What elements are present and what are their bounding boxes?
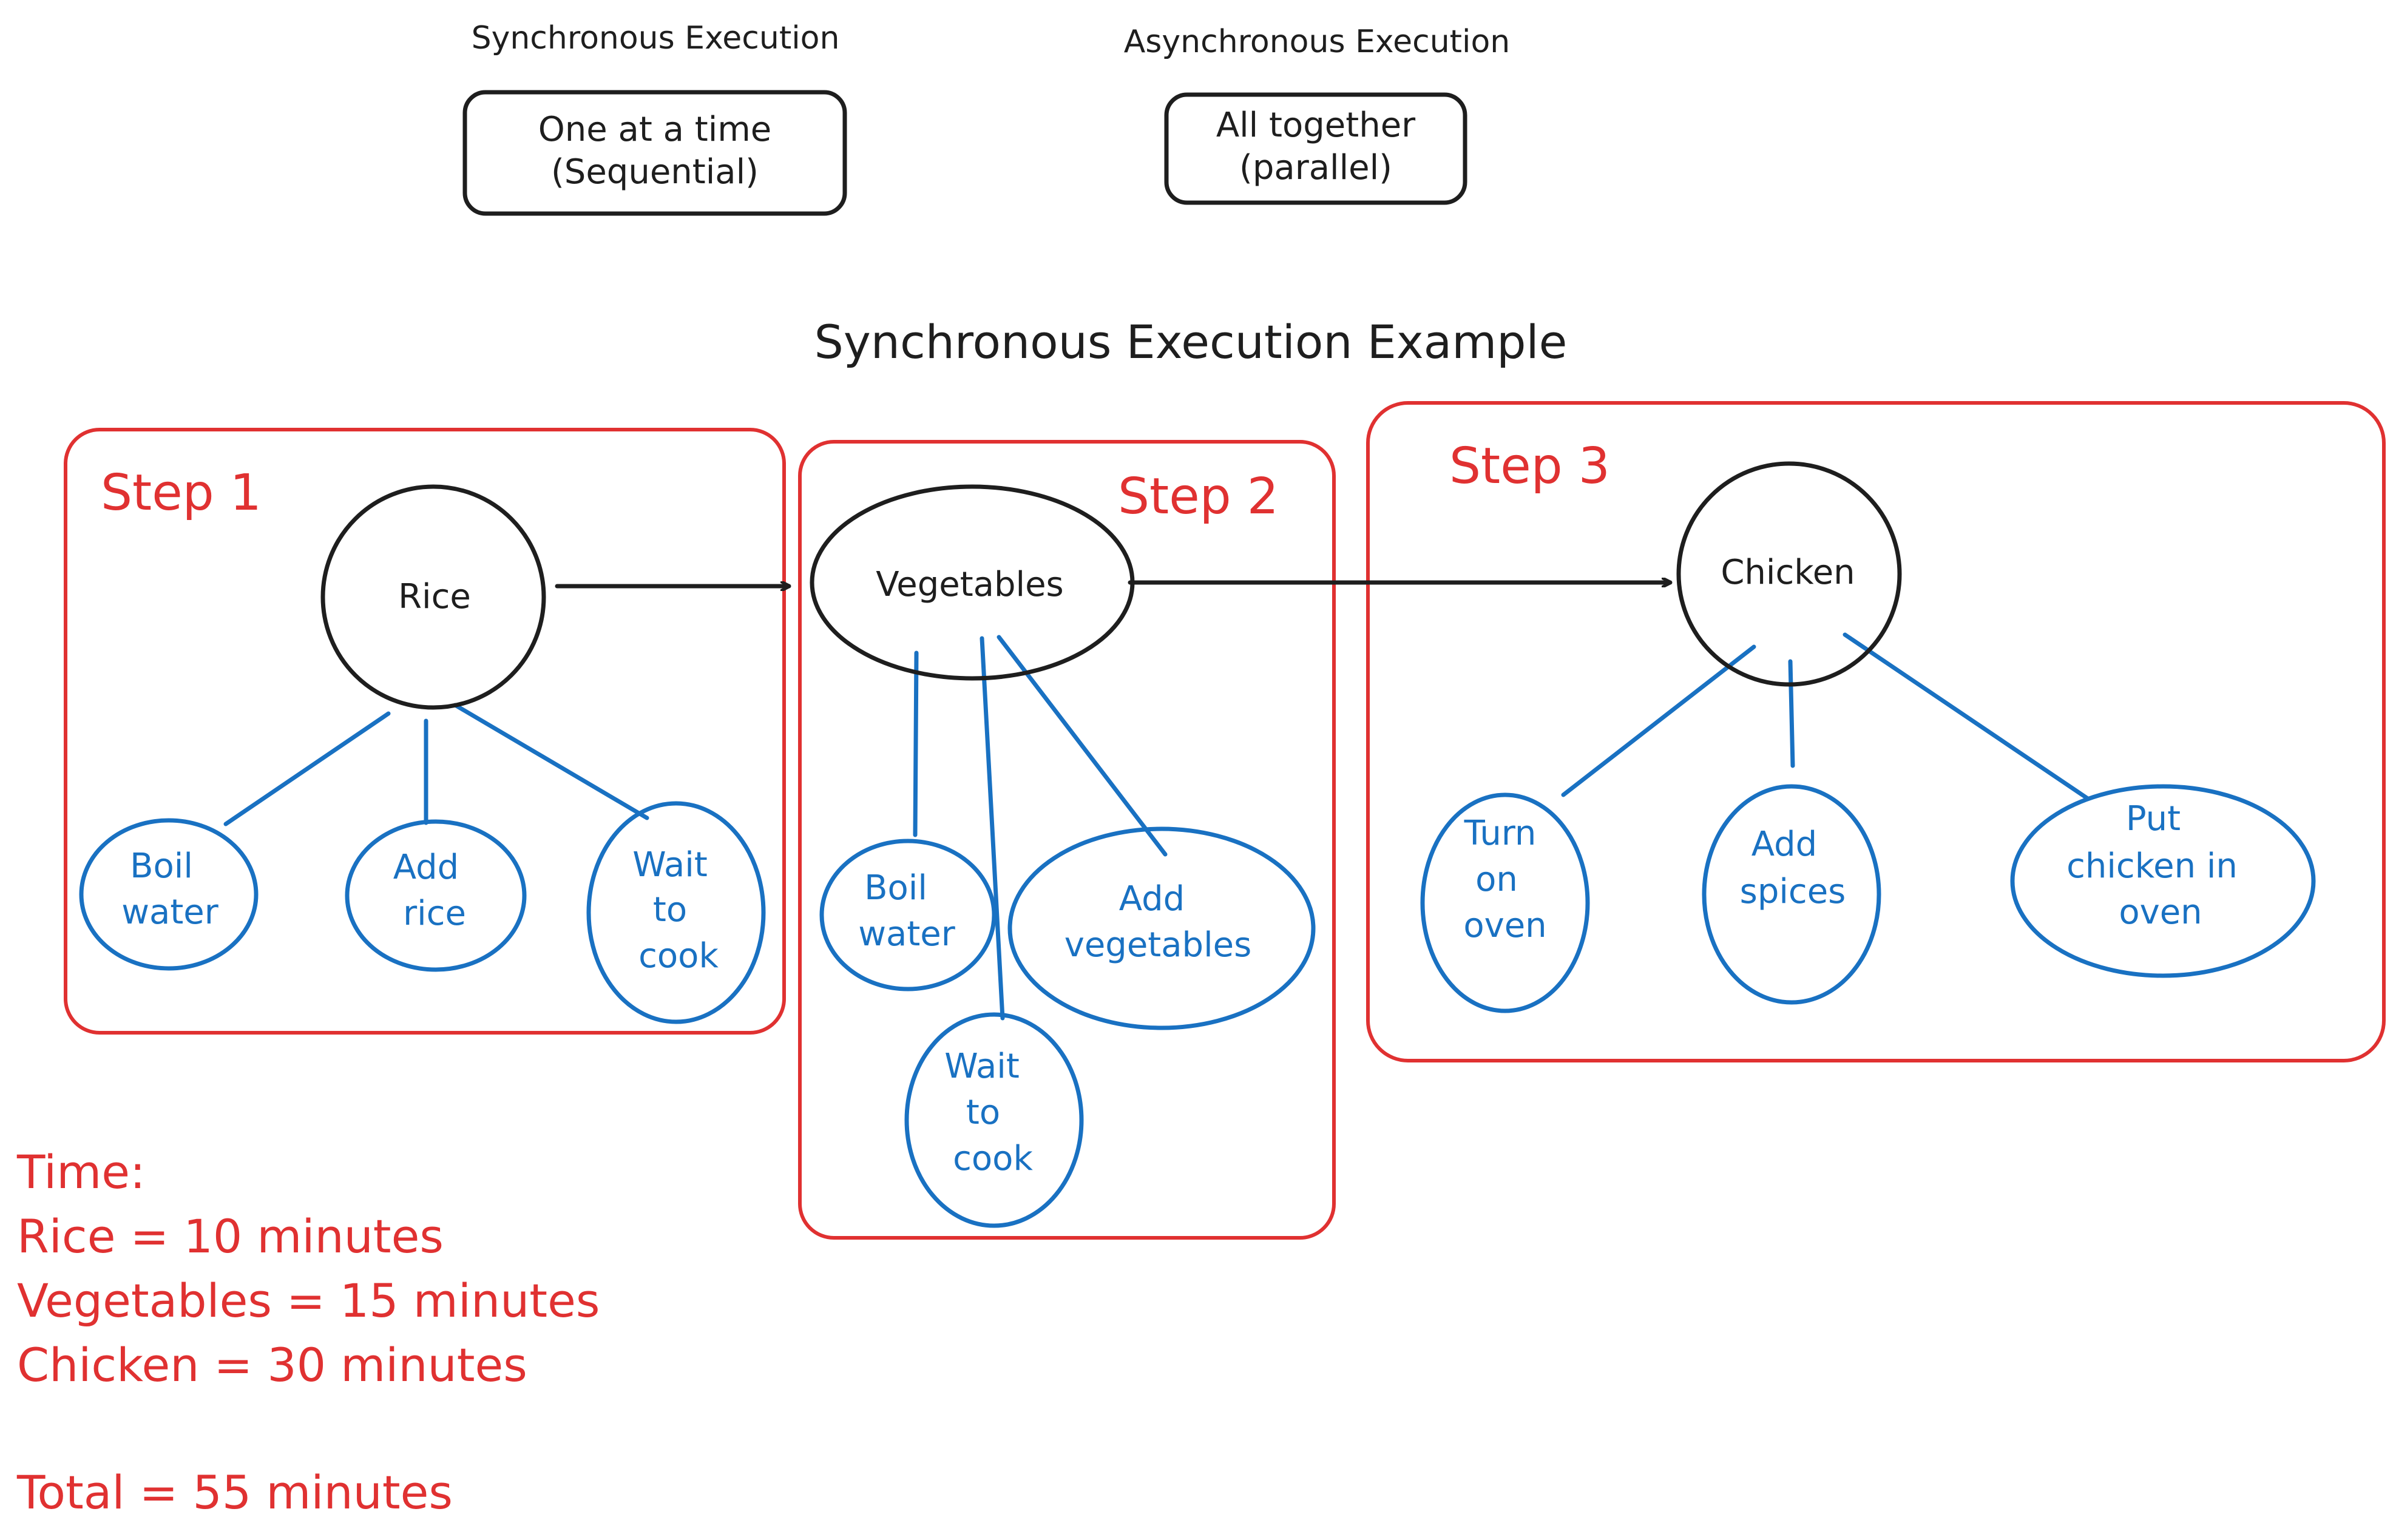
task-turn-on-oven: [1420, 792, 1590, 1013]
time-line-rice: Rice = 10 minutes: [17, 1209, 444, 1263]
connector-veg-boil: [913, 650, 919, 837]
task-put-chicken-line-3: oven: [2119, 893, 2202, 932]
step-2-label: Step 2: [1118, 468, 1279, 525]
task-put-chicken-line-1: Put: [2126, 799, 2181, 839]
task-put-chicken-in-oven: [2010, 784, 2316, 978]
task-turn-on-oven-line-2: on: [1475, 860, 1518, 899]
connector-veg-wait: [980, 636, 1005, 1021]
task-add-spices-line-2: spices: [1740, 872, 1846, 911]
task-veg-boil-water-line-1: Boil: [864, 868, 927, 908]
step-2-frame: [798, 440, 1336, 1240]
task-put-chicken-line-2: chicken in: [2066, 846, 2238, 886]
node-rice: [320, 484, 546, 710]
connector-chicken-oven: [1561, 644, 1756, 797]
task-rice-wait-line-2: to: [653, 890, 687, 930]
task-add-vegetables-line-2: vegetables: [1064, 925, 1252, 965]
task-rice-wait-line-3: cook: [638, 936, 719, 976]
node-vegetables-label: Vegetables: [876, 565, 1063, 604]
node-chicken-label: Chicken: [1721, 553, 1855, 592]
connector-veg-add: [997, 635, 1168, 857]
task-turn-on-oven-line-3: oven: [1463, 906, 1546, 945]
task-veg-wait-line-2: to: [966, 1093, 1000, 1132]
task-rice-wait-line-1: Wait: [632, 845, 708, 885]
node-vegetables: [810, 484, 1135, 681]
node-rice-label: Rice: [398, 577, 471, 616]
connector-chicken-put: [1843, 632, 2090, 801]
task-add-rice-line-1: Add: [393, 848, 459, 887]
node-chicken: [1676, 461, 1902, 687]
time-line-vegetables: Vegetables = 15 minutes: [17, 1274, 600, 1328]
task-add-vegetables: [1007, 826, 1316, 1030]
step-1-frame: [64, 428, 786, 1035]
connector-rice-wait: [453, 703, 649, 820]
task-veg-wait-line-1: Wait: [944, 1047, 1020, 1086]
diagram-title: Synchronous Execution Example: [814, 315, 1568, 369]
async-heading: Asynchronous Execution: [1124, 24, 1511, 60]
time-line-chicken: Chicken = 30 minutes: [17, 1338, 527, 1392]
task-veg-wait-to-cook: [904, 1012, 1084, 1228]
sync-box-line-1: One at a time: [538, 110, 772, 149]
connector-rice-boil: [223, 711, 391, 826]
async-box-line-2: (parallel): [1239, 148, 1392, 187]
task-veg-boil-water: [819, 839, 997, 991]
task-rice-boil-water: [79, 818, 259, 971]
async-box: [1164, 92, 1467, 205]
task-add-rice-line-2: rice: [403, 894, 466, 933]
task-add-vegetables-line-1: Add: [1119, 879, 1185, 919]
task-turn-on-oven-line-1: Turn: [1464, 814, 1537, 853]
time-total: Total = 55 minutes: [16, 1465, 453, 1519]
task-rice-boil-water-line-1: Boil: [130, 846, 193, 886]
sync-box: [462, 90, 847, 216]
task-veg-wait-line-3: cook: [953, 1139, 1033, 1178]
time-heading: Time:: [16, 1145, 146, 1199]
async-box-line-1: All together: [1216, 106, 1416, 145]
step-1-label: Step 1: [101, 464, 262, 522]
step-3-label: Step 3: [1449, 437, 1610, 495]
step-3-frame: [1366, 401, 2386, 1062]
task-add-spices-line-1: Add: [1751, 825, 1817, 864]
task-add-spices: [1702, 784, 1881, 1005]
task-veg-boil-water-line-2: water: [858, 914, 956, 954]
sync-box-line-2: (Sequential): [551, 152, 759, 192]
task-rice-wait-to-cook: [586, 801, 766, 1024]
task-add-rice: [345, 819, 527, 972]
connector-chicken-spices: [1788, 659, 1795, 768]
sync-heading: Synchronous Execution: [472, 20, 840, 56]
task-rice-boil-water-line-2: water: [121, 893, 219, 932]
